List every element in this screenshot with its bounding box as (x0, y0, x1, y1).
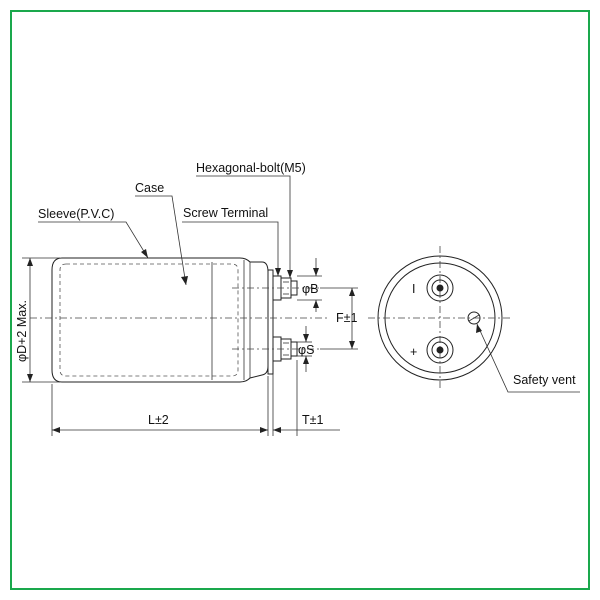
leader-sleeve (38, 221, 149, 259)
leader-hex-bolt (196, 175, 293, 278)
terminal-negative-top (426, 274, 454, 302)
leader-screw-terminal (182, 221, 281, 276)
dim-s-lines (297, 326, 312, 372)
safety-vent-symbol (467, 311, 481, 325)
case-label: Case (135, 181, 164, 195)
dim-s-label: φS (298, 343, 314, 357)
dim-l-label: L±2 (148, 413, 169, 427)
dim-t-label: T±1 (302, 413, 323, 427)
negative-mark: I (412, 282, 415, 296)
sleeve-label: Sleeve(P.V.C) (38, 207, 114, 221)
dim-d-lines (22, 257, 60, 383)
positive-mark: + (410, 345, 417, 359)
dim-l-lines (51, 376, 269, 436)
dim-f-lines (320, 287, 358, 350)
terminal-positive-top (426, 336, 454, 364)
leader-safety-vent (476, 323, 580, 393)
green-frame (10, 10, 590, 590)
leader-case (135, 195, 188, 286)
dim-b-lines (297, 258, 322, 312)
hex-bolt-label: Hexagonal-bolt(M5) (196, 161, 306, 175)
capacitor-top-view (368, 246, 512, 390)
dim-t-lines (272, 360, 340, 436)
dim-b-label: φB (302, 282, 318, 296)
dim-f-label: F±1 (336, 311, 357, 325)
safety-vent-label: Safety vent (513, 373, 576, 387)
dim-d-label: φD+2 Max. (15, 300, 29, 362)
screw-terminal-label: Screw Terminal (183, 206, 268, 220)
capacitor-body-side-view (51, 257, 274, 383)
